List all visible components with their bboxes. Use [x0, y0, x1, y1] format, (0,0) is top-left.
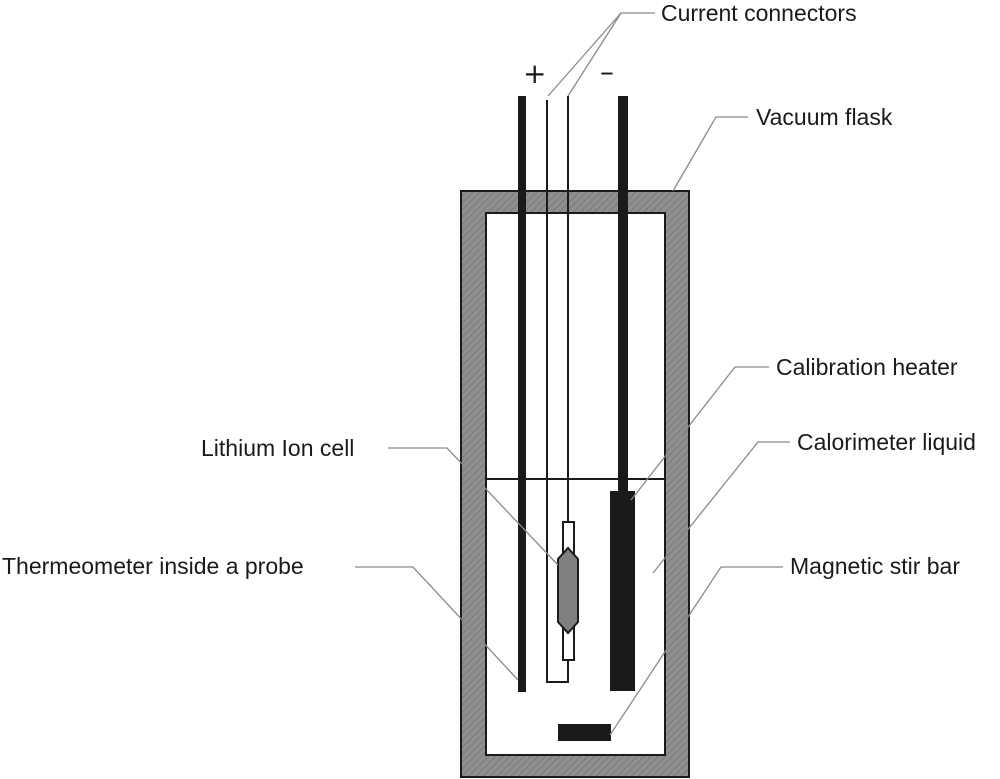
label-vacuum-flask: Vacuum flask [756, 104, 893, 130]
label-lithium-ion-cell: Lithium Ion cell [201, 435, 355, 461]
label-calibration-heater: Calibration heater [776, 354, 958, 380]
thermometer-rod [518, 96, 526, 692]
label-thermometer-probe: Thermeometer inside a probe [2, 553, 304, 579]
leader-thermometer [355, 566, 519, 681]
heater-rod [618, 96, 628, 492]
connector-wire-outer [546, 100, 569, 683]
label-current-connectors: Current connectors [661, 0, 857, 26]
calibration-heater-body [610, 491, 635, 691]
positive-terminal-symbol: + [523, 57, 547, 90]
current-connector-wires [546, 96, 569, 683]
label-calorimeter-liquid: Calorimeter liquid [797, 429, 976, 455]
leader-vacuum-flask [672, 116, 748, 192]
leader-current-connectors-b [567, 12, 622, 97]
leader-stir-bar [609, 566, 783, 736]
leader-calorimeter-liquid [652, 441, 790, 574]
flask-inner-chamber [485, 212, 666, 756]
vacuum-flask [460, 190, 690, 778]
negative-terminal-symbol: – [600, 55, 614, 88]
label-magnetic-stir-bar: Magnetic stir bar [790, 553, 961, 579]
leader-lines [355, 12, 790, 736]
lithium-ion-cell [557, 546, 579, 635]
leader-calibration-heater [630, 366, 769, 501]
leader-lithium-ion-cell [388, 447, 559, 566]
magnetic-stir-bar [558, 724, 611, 741]
